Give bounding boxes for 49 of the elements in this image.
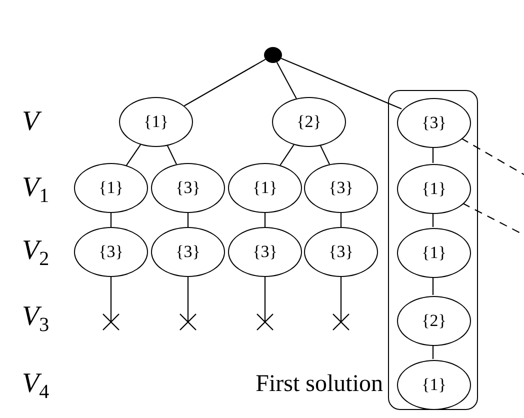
- cross-mark: [333, 314, 349, 330]
- tree-edge: [110, 213, 112, 227]
- cross-mark: [103, 314, 119, 330]
- tree-edge: [126, 144, 141, 166]
- node-label: {1}: [98, 178, 124, 198]
- tree-edge: [184, 58, 266, 106]
- tree-edge: [280, 58, 402, 110]
- level-label: V$_{2}$: [22, 237, 50, 269]
- level-label: V$_{1}$: [22, 174, 50, 206]
- tree-edge: [280, 144, 294, 166]
- node-label: {1}: [422, 243, 446, 263]
- node-label: {3}: [328, 178, 354, 198]
- ellipse-node: [397, 98, 471, 148]
- node-label: {1}: [422, 375, 446, 395]
- root-dot: [264, 47, 282, 63]
- node-label: {1}: [422, 179, 446, 199]
- annotation-text: First solution: [256, 372, 383, 396]
- ellipse-node: [119, 97, 193, 147]
- node-label: {1}: [252, 178, 278, 198]
- level-label: V: [22, 108, 40, 136]
- node-label: {3}: [176, 178, 200, 198]
- tree-edge: [320, 146, 330, 164]
- tree-edge: [340, 277, 342, 322]
- tree-edge: [167, 146, 177, 164]
- level-label: V$_{4}$: [22, 370, 50, 402]
- node-label: {3}: [176, 242, 200, 262]
- tree-edge: [432, 277, 434, 295]
- tree-edge: [187, 277, 189, 322]
- tree-edge: [264, 277, 266, 322]
- node-label: {3}: [98, 242, 124, 262]
- ellipse-node: [397, 360, 471, 410]
- cross-mark: [180, 314, 196, 330]
- tree-edge: [264, 213, 266, 227]
- cross-mark: [257, 314, 273, 330]
- tree-edge: [110, 277, 112, 322]
- tree-edge: [187, 213, 189, 227]
- node-label: {3}: [422, 113, 446, 133]
- node-label: {3}: [328, 242, 354, 262]
- level-label: V$_{3}$: [22, 303, 50, 335]
- tree-edge: [432, 345, 434, 359]
- node-label: {2}: [422, 311, 446, 331]
- tree-edge: [340, 213, 342, 227]
- node-label: {2}: [296, 112, 322, 132]
- tree-edge: [276, 62, 297, 99]
- node-label: {1}: [144, 112, 168, 132]
- tree-edge: [432, 213, 434, 227]
- solution-frame: [388, 90, 478, 410]
- node-label: {3}: [252, 242, 278, 262]
- tree-edge: [432, 147, 434, 163]
